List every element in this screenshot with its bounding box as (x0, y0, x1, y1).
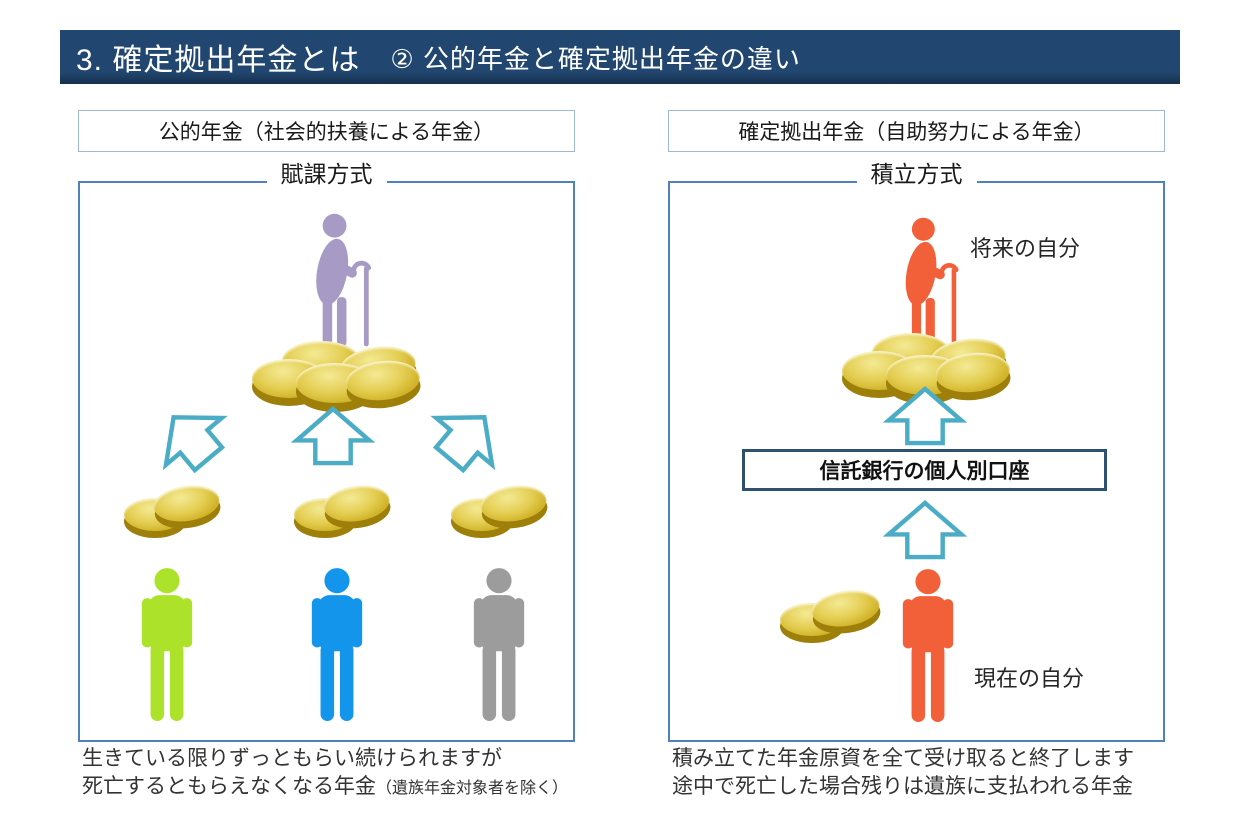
up-arrow-icon (886, 501, 964, 559)
funded-scheme-diagram-box: 積立方式 将来の自分 信託銀行の個人別口座 現在の自分 (668, 159, 1165, 742)
coin-pair-icon (124, 486, 220, 539)
present-self-figure-icon (898, 569, 958, 724)
worker-figure-gray-icon (469, 568, 529, 723)
up-arrow-icon (886, 387, 964, 445)
slide-title-main: 3. 確定拠出年金とは (76, 44, 361, 77)
public-pension-caption-line1: 生きている限りずっともらい続けられますが (82, 747, 502, 770)
trust-bank-account-box: 信託銀行の個人別口座 (742, 449, 1107, 491)
up-arrow-icon (294, 407, 372, 465)
funded-scheme-title: 積立方式 (856, 159, 977, 189)
dc-pension-label-box: 確定拠出年金（自助努力による年金） (668, 110, 1165, 152)
trust-bank-account-label: 信託銀行の個人別口座 (819, 460, 1030, 483)
dc-pension-caption: 積み立てた年金原資を全て受け取ると終了します 途中で死亡した場合残りは遺族に支払… (672, 745, 1134, 801)
worker-figure-green-icon (137, 568, 197, 723)
dc-pension-label: 確定拠出年金（自助努力による年金） (738, 121, 1095, 144)
pay-as-you-go-title: 賦課方式 (266, 159, 387, 189)
present-self-label: 現在の自分 (974, 666, 1085, 691)
public-pension-label: 公的年金（社会的扶養による年金） (158, 121, 495, 144)
future-self-label: 将来の自分 (970, 236, 1081, 261)
pay-as-you-go-diagram-box: 賦課方式 (78, 159, 575, 742)
public-pension-label-box: 公的年金（社会的扶養による年金） (78, 110, 575, 152)
slide-title-sub: ② 公的年金と確定拠出年金の違い (390, 43, 801, 74)
public-pension-caption: 生きている限りずっともらい続けられますが 死亡するともらえなくなる年金（遺族年金… (82, 745, 568, 803)
slide-title-bar: 3. 確定拠出年金とは ② 公的年金と確定拠出年金の違い (60, 30, 1180, 84)
coin-pair-icon (780, 591, 880, 644)
dc-pension-caption-line1: 積み立てた年金原資を全て受け取ると終了します (672, 747, 1134, 770)
future-self-figure-icon (885, 217, 977, 347)
coin-pair-icon (294, 486, 390, 539)
worker-figure-blue-icon (307, 568, 367, 723)
pensioner-figure-icon (295, 213, 390, 348)
up-arrow-icon (418, 391, 515, 486)
coin-pile-icon (252, 341, 420, 412)
coin-pair-icon (451, 486, 547, 539)
survivor-pension-note: （遺族年金対象者を除く） (376, 780, 569, 797)
public-pension-caption-line2: 死亡するともらえなくなる年金（遺族年金対象者を除く） (82, 775, 569, 798)
up-arrow-icon (142, 391, 239, 486)
dc-pension-caption-line2: 途中で死亡した場合残りは遺族に支払われる年金 (672, 775, 1133, 798)
